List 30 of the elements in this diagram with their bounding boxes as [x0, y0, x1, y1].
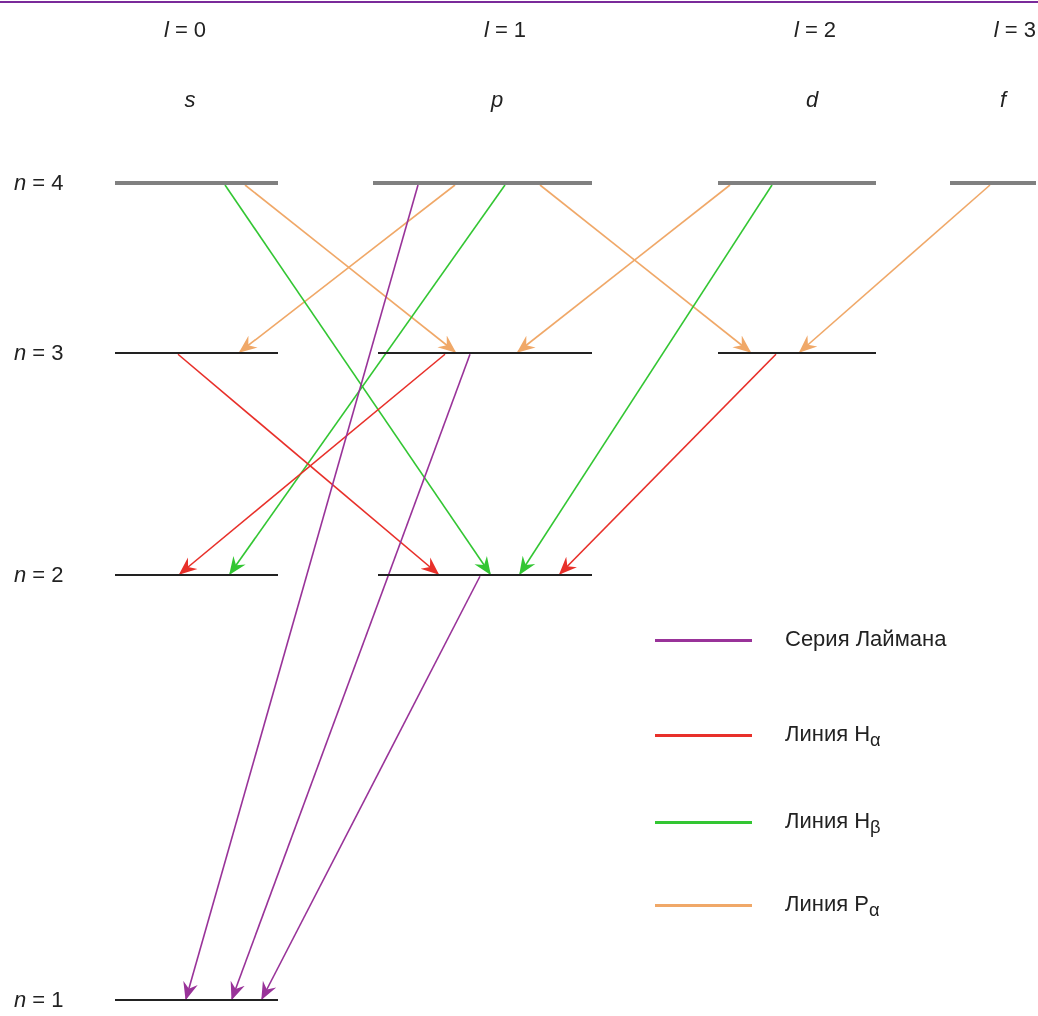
energy-level-line	[115, 351, 278, 355]
energy-level-line	[115, 998, 278, 1002]
energy-level-line	[378, 351, 592, 355]
transition-arrow	[516, 184, 731, 353]
transition-arrow	[183, 184, 419, 1001]
orbital-letter: s	[184, 89, 196, 111]
legend-text: Линия P$_{α}$	[785, 893, 880, 920]
legend-text: Серия Лаймана	[785, 628, 947, 650]
orbital-quantum-number: l = 3	[993, 19, 1036, 41]
level-label: n = 4	[14, 172, 64, 194]
orbital-letter: f	[999, 89, 1007, 111]
transition-arrow	[539, 184, 752, 353]
orbital-letter: p	[490, 89, 504, 111]
legend-text: Линия H$_{α}$	[785, 723, 881, 750]
energy-level-line	[718, 351, 876, 355]
transition-arrow	[519, 184, 773, 575]
orbital-quantum-number: l = 1	[483, 19, 527, 41]
transition-arrow	[558, 353, 777, 575]
transition-arrow	[798, 184, 991, 353]
orbital-quantum-number: l = 2	[793, 19, 837, 41]
transition-arrow	[261, 575, 481, 1001]
level-label: n = 1	[14, 989, 64, 1011]
orbital-quantum-number: l = 0	[163, 19, 207, 41]
level-label: n = 3	[14, 342, 64, 364]
orbital-letter: d	[805, 89, 819, 111]
level-label: n = 2	[14, 564, 64, 586]
transition-arrow	[230, 353, 471, 1001]
legend-text: Линия H$_{β}$	[785, 810, 881, 837]
energy-level-line	[115, 573, 278, 577]
energy-level-line	[378, 573, 592, 577]
